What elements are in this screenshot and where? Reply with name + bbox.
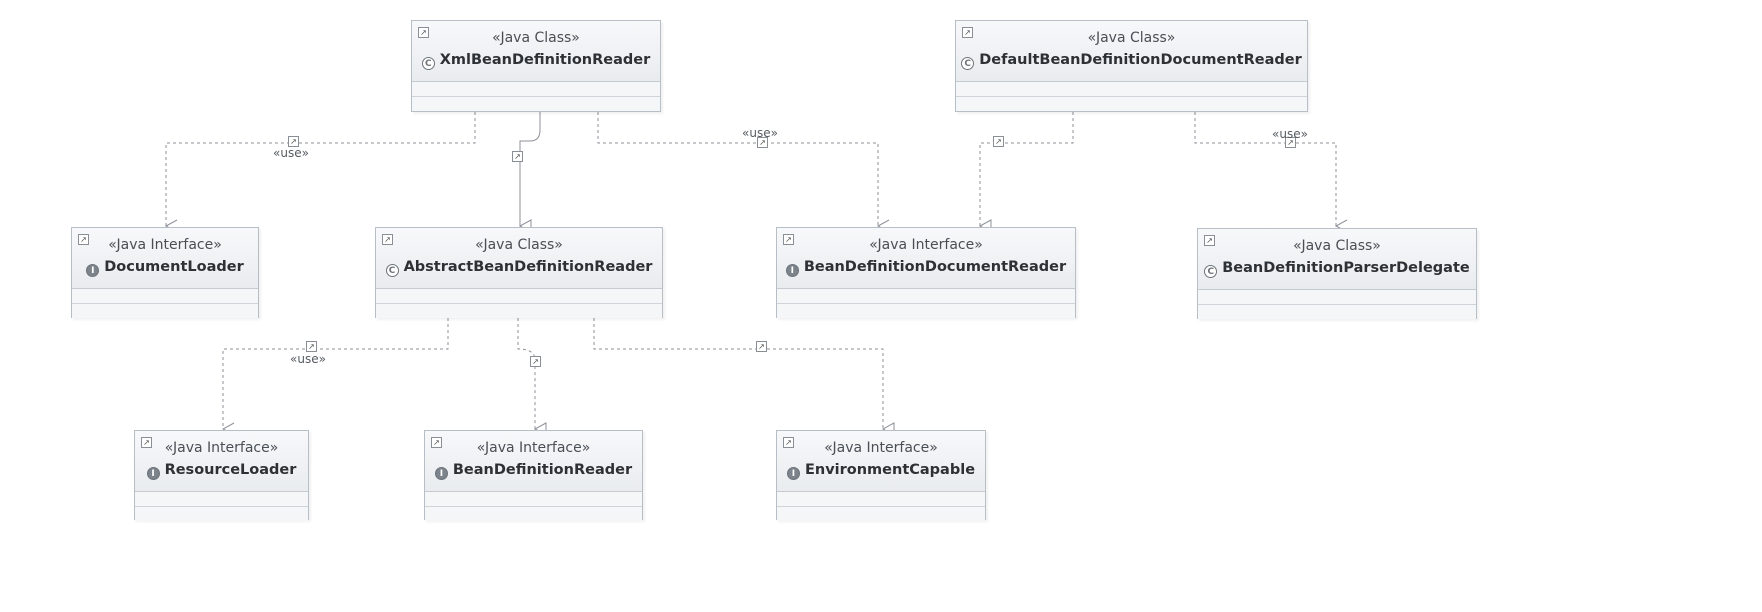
- interface-circle-icon: I: [146, 467, 160, 480]
- interface-circle-icon: I: [86, 264, 100, 277]
- class-circle-icon: C: [1204, 265, 1218, 278]
- attributes-section: [1198, 290, 1476, 305]
- class-name: BeanDefinitionParserDelegate: [1222, 260, 1470, 276]
- edge-default-to-bddreader: [978, 112, 1074, 233]
- stereotype-label: «Java Class»: [1293, 238, 1381, 254]
- link-arrow-icon: ↗: [382, 234, 393, 245]
- link-arrow-icon: ↗: [993, 136, 1004, 147]
- class-box-abstractbeandefinitionreader[interactable]: ↗ «Java Class» C AbstractBeanDefinitionRe…: [375, 227, 663, 318]
- link-arrow-icon: ↗: [757, 137, 768, 148]
- stereotype-label: «Java Interface»: [824, 440, 938, 456]
- link-arrow-icon: ↗: [431, 437, 442, 448]
- link-arrow-icon: ↗: [141, 437, 152, 448]
- class-box-xmlbeandefinitionreader[interactable]: ↗ «Java Class» C XmlBeanDefinitionReader: [411, 20, 661, 112]
- attributes-section: [72, 289, 258, 304]
- operations-section: [777, 507, 985, 521]
- interface-box-resourceloader[interactable]: ↗ «Java Interface» I ResourceLoader: [134, 430, 309, 521]
- edge-default-to-delegate: [1194, 112, 1348, 233]
- stereotype-label: «Java Interface»: [108, 237, 222, 253]
- interface-box-environmentcapable[interactable]: ↗ «Java Interface» I EnvironmentCapable: [776, 430, 986, 521]
- attributes-section: [777, 492, 985, 507]
- edge-xml-to-abstract: [518, 112, 541, 233]
- operations-section: [1198, 305, 1476, 319]
- interface-name: BeanDefinitionReader: [452, 462, 633, 478]
- operations-section: [425, 507, 642, 521]
- stereotype-label: «Java Interface»: [476, 440, 591, 456]
- stereotype-label: «Java Class»: [1087, 30, 1176, 46]
- use-label: «use»: [742, 126, 778, 140]
- stereotype-label: «Java Interface»: [164, 440, 279, 456]
- attributes-section: [956, 82, 1307, 97]
- link-arrow-icon: ↗: [1285, 137, 1296, 148]
- use-label: «use»: [290, 352, 326, 366]
- use-label: «use»: [1272, 127, 1308, 141]
- edge-xml-to-bddreader: [597, 112, 890, 233]
- edge-abstract-to-env: [593, 318, 895, 436]
- class-name: AbstractBeanDefinitionReader: [403, 259, 653, 275]
- interface-name: EnvironmentCapable: [804, 462, 976, 478]
- edge-xml-to-documentloader: [164, 112, 476, 233]
- attributes-section: [777, 289, 1075, 304]
- attributes-section: [425, 492, 642, 507]
- interface-circle-icon: I: [786, 467, 800, 480]
- link-arrow-icon: ↗: [530, 356, 541, 367]
- interface-box-beandefinitionreader[interactable]: ↗ «Java Interface» I BeanDefinitionReader: [424, 430, 643, 521]
- interface-circle-icon: I: [434, 467, 448, 480]
- interface-circle-icon: I: [785, 264, 799, 277]
- operations-section: [412, 97, 660, 111]
- class-circle-icon: C: [385, 264, 399, 277]
- link-arrow-icon: ↗: [78, 234, 89, 245]
- interface-name: BeanDefinitionDocumentReader: [803, 259, 1067, 275]
- class-circle-icon: C: [421, 57, 435, 70]
- link-arrow-icon: ↗: [783, 437, 794, 448]
- class-name: DefaultBeanDefinitionDocumentReader: [979, 52, 1302, 68]
- interface-name: ResourceLoader: [164, 462, 297, 478]
- class-name: XmlBeanDefinitionReader: [439, 52, 651, 68]
- stereotype-label: «Java Class»: [475, 237, 563, 253]
- link-arrow-icon: ↗: [288, 136, 299, 147]
- link-arrow-icon: ↗: [512, 151, 523, 162]
- use-label: «use»: [273, 146, 309, 160]
- edge-abstract-to-bdreader: [517, 318, 547, 436]
- operations-section: [956, 97, 1307, 111]
- class-box-beandefinitionparserdelegate[interactable]: ↗ «Java Class» C BeanDefinitionParserDele…: [1197, 228, 1477, 319]
- class-box-defaultbeandefinitiondocumentreader[interactable]: ↗ «Java Class» C DefaultBeanDefinitionDoc…: [955, 20, 1308, 112]
- stereotype-label: «Java Class»: [492, 30, 580, 46]
- operations-section: [777, 304, 1075, 318]
- link-arrow-icon: ↗: [418, 27, 429, 38]
- operations-section: [376, 304, 662, 318]
- operations-section: [72, 304, 258, 318]
- edge-abstract-to-resourceloader: [221, 318, 449, 436]
- link-arrow-icon: ↗: [306, 341, 317, 352]
- link-arrow-icon: ↗: [756, 341, 767, 352]
- interface-box-documentloader[interactable]: ↗ «Java Interface» I DocumentLoader: [71, 227, 259, 318]
- attributes-section: [376, 289, 662, 304]
- operations-section: [135, 507, 308, 521]
- link-arrow-icon: ↗: [1204, 235, 1215, 246]
- interface-name: DocumentLoader: [104, 259, 244, 275]
- attributes-section: [135, 492, 308, 507]
- link-arrow-icon: ↗: [962, 27, 973, 38]
- link-arrow-icon: ↗: [783, 234, 794, 245]
- class-circle-icon: C: [961, 57, 975, 70]
- attributes-section: [412, 82, 660, 97]
- stereotype-label: «Java Interface»: [869, 237, 983, 253]
- interface-box-beandefinitiondocumentreader[interactable]: ↗ «Java Interface» I BeanDefinitionDocume…: [776, 227, 1076, 318]
